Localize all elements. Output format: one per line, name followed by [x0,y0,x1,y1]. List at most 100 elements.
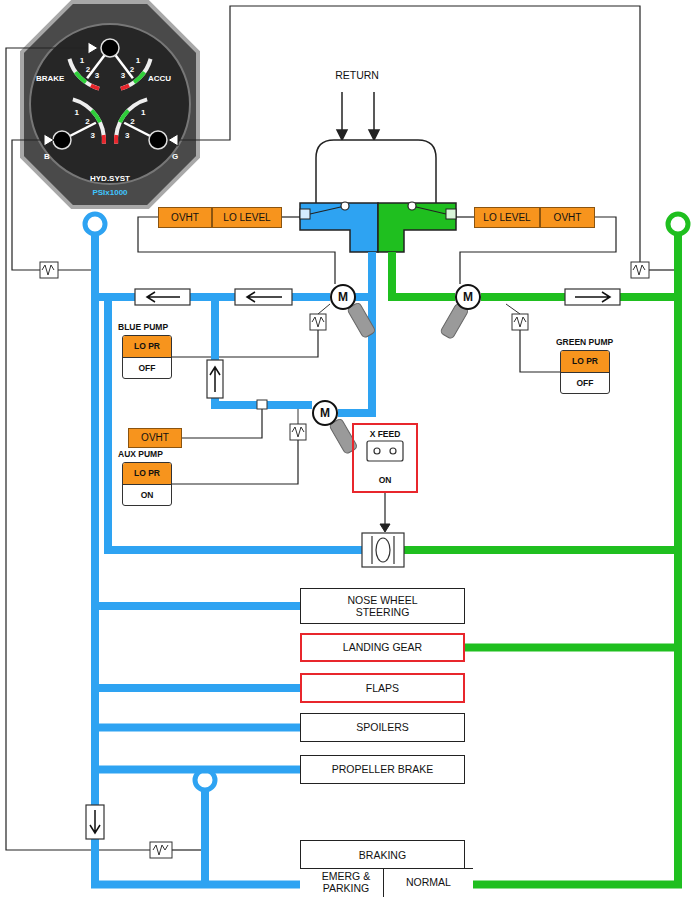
braking-section: EMERG & PARKING [300,868,392,897]
valve-arrow [147,292,180,302]
pressure-transducer [40,262,649,858]
consumer-box: PROPELLER BRAKE [300,755,465,784]
pump-body [329,302,469,454]
gauge-legend: PSIx1000 [70,188,150,197]
signal-line [6,6,674,850]
green-pipe [392,234,678,550]
reservoir [408,202,416,210]
gauge-legend: ACCU [148,74,171,83]
valve-arrow [90,810,100,833]
signal-line [12,140,54,270]
gauge-legend: BRAKE [36,74,64,83]
warning-light: OVHT [540,207,595,228]
return-arrow [337,92,379,140]
node-text: LO LEVEL [223,212,270,224]
node-text: FLAPS [366,682,399,694]
gauge-arc [72,97,106,143]
accumulator [85,214,688,790]
electric-motor: M [455,284,481,310]
xfeed-pushbutton: X FEEDON [352,423,418,493]
reservoir [300,140,456,252]
gauge-scale-number: 1 [133,56,143,66]
panel-legend: LO PR [561,351,609,373]
gauge-red-band [90,84,100,91]
reservoir [378,203,456,252]
pressure-switch [298,409,299,424]
valve-arrow [247,292,282,302]
pressure-transducer [42,265,54,275]
warning-light: OVHT [158,207,212,228]
pressure-switch [310,314,326,330]
gauge-green-band [133,71,146,84]
valve-arrow [210,367,220,392]
hydraulic-line [95,297,330,606]
gauge-arc [114,97,148,143]
check-valve [565,289,620,305]
valve-arrow [90,292,610,833]
gauge-housing [22,2,198,207]
xfeed-switch [390,448,396,454]
panel-legend: ON [123,485,171,506]
node-text: NOSE WHEEL STEERING [333,594,433,618]
return-arrow [369,130,379,140]
green-pipe [674,234,682,297]
gauge-hub [149,131,167,149]
gauge-legend: HYD.SYST [70,174,150,183]
valve-arrow [575,292,610,302]
check-valve [207,360,223,398]
node-text: M [463,290,473,304]
gauge-scale-number: 1 [77,56,87,66]
pressure-gauge: BRAKE ACCU B G HYD.SYST PSIx1000 [22,2,198,207]
signal-line [58,269,91,270]
panel-legend: OFF [561,373,609,394]
xfeed-switch [374,448,380,454]
pressure-switch [290,304,528,440]
crossfeed-valve [371,536,372,564]
xfeed-switch [367,441,403,461]
gauge-scale-number: 1 [72,108,82,118]
consumer-box: FLAPS [300,673,465,703]
gauge-scale-number: 3 [92,71,102,81]
gauge-scale-number: 2 [82,117,92,127]
gauge-scale-number: 3 [118,71,128,81]
signal-line [172,440,298,484]
gauge-legend: G [172,152,178,161]
node-text: LANDING GEAR [343,641,422,653]
braking-section: NORMAL [383,868,473,897]
pressure-transducer [631,262,649,278]
reservoir [341,202,349,210]
pointer-arrow [44,134,54,146]
crossfeed-valve [362,533,404,567]
hydraulic-line [473,297,678,885]
braking-box: EMERG & PARKINGNORMALBRAKING [300,840,465,896]
reservoir [412,206,446,214]
gauge-hub [53,131,71,149]
node-text: ON [354,475,416,485]
pressure-switch [292,427,304,437]
blue-pipe [215,297,312,405]
panel-legend: LO PR [123,463,171,485]
signal-line [172,330,318,357]
pump-pushbutton: AUX PUMPLO PRON [122,462,172,506]
crossfeed-valve [393,536,394,564]
xfeed-switch [367,441,403,461]
node-text: M [338,290,348,304]
gauge-red-band [102,135,106,144]
reservoir [300,203,378,252]
gauge-red-band [120,84,130,91]
panel-heading: AUX PUMP [118,449,163,459]
gauge-scale-number: 2 [83,65,93,75]
pointer-arrow [380,524,390,532]
check-valve [86,805,104,839]
pressure-transducer [633,265,645,275]
panel-legend: OFF [123,358,171,379]
node-text: LO LEVEL [483,212,530,224]
panel-heading: GREEN PUMP [556,337,613,347]
green-pipe [404,546,678,554]
check-valve [86,289,620,839]
gauge-legend: B [44,152,50,161]
pressure-transducer [40,262,58,278]
return-arrow [337,130,347,140]
hydraulic-line [465,297,678,648]
